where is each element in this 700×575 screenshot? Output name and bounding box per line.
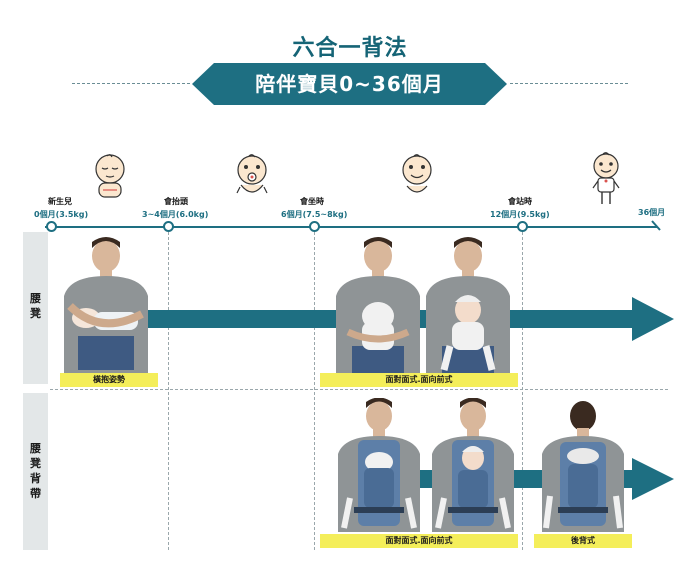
stage-age-end: 36個月 (638, 208, 666, 217)
stage-label-newborn: 新生兒 (48, 197, 72, 206)
model-cradle-hold (56, 236, 156, 378)
banner-right-line (510, 83, 628, 84)
row2-progress-arrow (400, 458, 674, 504)
row-band-waist-stool-carrier (23, 393, 48, 550)
row-label-char: 凳 (30, 457, 41, 470)
row-band-waist-stool (23, 232, 48, 384)
stage-label-sitting: 會坐時 (300, 197, 324, 206)
baby-smiling-icon (400, 153, 434, 205)
model-carrier-facing-in (334, 397, 424, 536)
row-label-char: 腰 (30, 442, 41, 455)
timeline-line (45, 226, 657, 228)
tag-row1-face-in-out: 面對面式.面向前式 (320, 373, 518, 387)
banner-left-line (72, 83, 190, 84)
row-label-char: 帶 (30, 487, 41, 500)
row-label-char: 腰 (30, 292, 41, 305)
row-label-char: 凳 (30, 307, 41, 320)
row-label-waist-stool-carrier: 腰 凳 背 帶 (23, 441, 48, 501)
tag-cradle-hold: 橫抱姿勢 (60, 373, 158, 387)
tag-row2-face-in-out: 面對面式.面向前式 (320, 534, 518, 548)
subtitle-banner: 陪伴寶貝0~36個月 (192, 63, 507, 105)
stage-age-newborn: 0個月(3.5kg) (34, 210, 89, 219)
timeline-end-tick (650, 216, 662, 235)
stage-label-standing: 會站時 (508, 197, 532, 206)
stage-age-standing: 12個月(9.5kg) (490, 210, 550, 219)
row-label-waist-stool: 腰 凳 (23, 291, 48, 321)
timeline-node-sitting (309, 221, 320, 232)
subtitle-text: 陪伴寶貝0~36個月 (255, 72, 444, 96)
stage-age-head-up: 3~4個月(6.0kg) (142, 210, 209, 219)
stage-age-sitting: 6個月(7.5~8kg) (281, 210, 348, 219)
timeline-node-standing (517, 221, 528, 232)
stage-label-head-up: 會抬頭 (164, 197, 188, 206)
model-carrier-facing-out (428, 397, 518, 536)
tag-back-carry: 後背式 (534, 534, 632, 548)
model-front-carry-facing-in (330, 236, 426, 380)
guide-standing (522, 232, 523, 550)
row-label-char: 背 (30, 472, 41, 485)
baby-pacifier-icon (234, 153, 270, 205)
model-front-carry-facing-out (420, 236, 516, 380)
row-separator (50, 389, 668, 390)
baby-sleeping-icon (93, 152, 127, 206)
model-carrier-back-carry (538, 398, 628, 536)
toddler-standing-icon (588, 152, 624, 210)
timeline-node-newborn (46, 221, 57, 232)
guide-sitting (314, 232, 315, 550)
guide-head-up (168, 232, 169, 550)
timeline-node-head-up (163, 221, 174, 232)
page-title: 六合一背法 (292, 36, 408, 61)
